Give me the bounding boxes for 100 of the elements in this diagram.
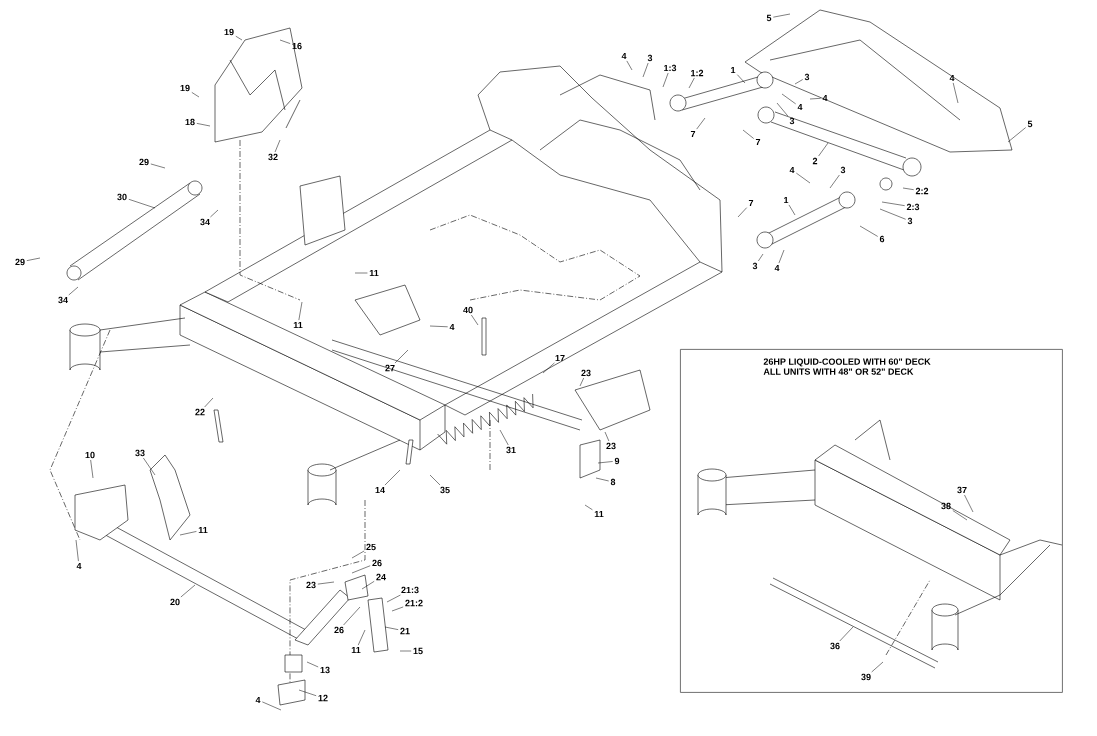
leader-line — [343, 606, 361, 626]
callout-number: 39 — [861, 673, 871, 681]
callout-number: 3 — [752, 262, 758, 270]
leader-line — [642, 62, 649, 78]
leader-line — [597, 461, 613, 464]
leader-line — [542, 362, 555, 374]
leader-line — [1007, 127, 1026, 143]
leader-line — [384, 469, 401, 486]
callout-number: 23 — [606, 442, 616, 450]
callout-number: 3 — [789, 117, 795, 125]
callout-number: 27 — [385, 364, 395, 372]
callout-number: 4 — [255, 696, 261, 704]
leader-line — [179, 531, 197, 536]
leader-line — [758, 253, 764, 262]
leader-line — [317, 581, 335, 585]
leader-line — [688, 77, 695, 89]
callout-number: 26 — [334, 626, 344, 634]
callout-number: 4 — [789, 166, 795, 174]
callout-number: 7 — [690, 130, 696, 138]
callout-number: 40 — [463, 306, 473, 314]
callout-number: 4 — [621, 52, 627, 60]
callout-number: 8 — [610, 478, 616, 486]
callout-number: 34 — [200, 218, 210, 226]
leader-line — [354, 272, 368, 274]
leader-line — [429, 474, 441, 486]
callout-number: 2:3 — [906, 203, 920, 211]
leader-line — [75, 539, 79, 562]
callout-number: 10 — [85, 451, 95, 459]
callout-number: 12 — [318, 694, 328, 702]
leader-line — [429, 325, 448, 328]
leader-line — [361, 581, 375, 590]
leader-line — [384, 626, 399, 630]
leader-line — [90, 459, 94, 479]
callout-number: 11 — [594, 510, 604, 518]
callout-number: 13 — [320, 666, 330, 674]
leader-line — [902, 187, 914, 190]
callout-number: 16 — [292, 42, 302, 50]
leader-line — [794, 79, 803, 85]
callout-number: 1 — [784, 196, 789, 204]
leader-line — [626, 60, 633, 71]
callout-number: 25 — [366, 543, 376, 551]
leader-line — [595, 477, 609, 482]
callout-number: 33 — [135, 449, 145, 457]
leader-line — [306, 661, 319, 668]
leader-line — [737, 207, 747, 218]
leader-line — [191, 92, 200, 98]
leader-line — [471, 314, 479, 326]
callout-number: 4 — [797, 103, 803, 111]
callout-number: 29 — [139, 158, 149, 166]
callout-number: 22 — [195, 408, 205, 416]
leader-line — [776, 102, 789, 117]
callout-number: 3 — [907, 217, 913, 225]
callout-number: 21:2 — [405, 599, 423, 607]
callout-number: 30 — [117, 193, 127, 201]
leader-line — [26, 257, 41, 261]
callout-number: 15 — [413, 647, 423, 655]
leader-line — [351, 550, 365, 559]
leader-line — [279, 39, 291, 44]
callout-number: 14 — [375, 486, 385, 494]
callout-number: 5 — [1027, 120, 1033, 128]
callout-number: 5 — [766, 14, 772, 22]
leader-line — [788, 204, 796, 216]
leader-line — [818, 142, 829, 157]
callout-number: 18 — [185, 118, 195, 126]
callout-number: 4 — [822, 94, 828, 102]
callout-number: 29 — [15, 258, 25, 266]
callout-number: 24 — [376, 573, 386, 581]
callout-number: 26 — [372, 559, 382, 567]
leader-line — [143, 457, 156, 476]
callout-number: 1:2 — [691, 69, 704, 77]
callout-number: 6 — [879, 235, 885, 243]
callout-number: 19 — [224, 28, 234, 36]
callout-number: 32 — [268, 153, 278, 161]
callout-number: 7 — [755, 138, 761, 146]
leader-line — [879, 208, 906, 220]
leader-line — [579, 377, 584, 387]
leader-line — [391, 606, 404, 612]
callout-number: 17 — [555, 354, 565, 362]
leader-line — [399, 650, 412, 652]
leader-line — [357, 629, 366, 646]
leader-line — [196, 123, 211, 127]
callout-number: 11 — [351, 646, 361, 654]
leader-line — [964, 494, 974, 513]
callout-number: 1 — [731, 66, 736, 74]
callout-number: 37 — [957, 486, 967, 494]
leader-line — [778, 249, 785, 264]
leader-line — [952, 82, 959, 104]
callout-number: 31 — [506, 446, 516, 454]
leader-line — [773, 13, 791, 18]
leader-line — [351, 565, 371, 574]
leader-line — [150, 163, 166, 169]
callout-number: 11 — [293, 321, 303, 329]
callout-number: 23 — [306, 581, 316, 589]
callout-number: 7 — [748, 199, 754, 207]
leader-line — [839, 626, 854, 642]
leader-line — [394, 349, 409, 364]
callout-number: 19 — [180, 84, 190, 92]
callout-number: 20 — [170, 598, 180, 606]
leader-line — [274, 139, 281, 153]
leader-line — [128, 199, 156, 209]
